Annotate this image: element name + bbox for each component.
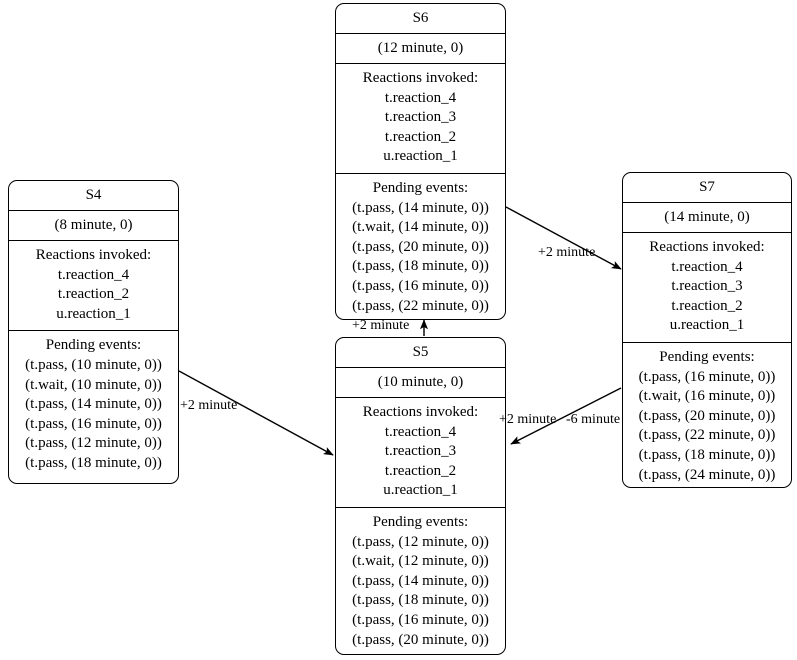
reactions-heading: Reactions invoked:	[362, 70, 479, 86]
reaction-item: t.reaction_4	[384, 89, 457, 106]
pending-item: (t.pass, (16 minute, 0))	[352, 277, 489, 294]
state-title: S7	[623, 173, 791, 203]
reaction-item: t.reaction_4	[57, 266, 130, 283]
reactions-heading: Reactions invoked:	[362, 404, 479, 420]
pending-item: (t.pass, (18 minute, 0))	[352, 258, 489, 275]
pending-heading: Pending events:	[372, 179, 469, 196]
state-title: S4	[9, 181, 178, 211]
reaction-item: t.reaction_2	[384, 462, 457, 479]
pending-item: (t.pass, (18 minute, 0))	[25, 454, 162, 471]
edge-label-s5-to-s6: +2 minute	[352, 318, 410, 333]
reaction-item: t.reaction_4	[671, 258, 743, 275]
reaction-item: u.reaction_1	[383, 148, 458, 165]
pending-item: (t.wait, (10 minute, 0))	[25, 376, 162, 393]
pending-heading: Pending events:	[372, 513, 469, 530]
reaction-item: u.reaction_1	[669, 317, 745, 334]
pending-item: (t.pass, (22 minute, 0))	[352, 297, 489, 314]
reaction-item: u.reaction_1	[56, 305, 131, 322]
state-reactions-section: Reactions invoked: t.reaction_4 t.reacti…	[623, 233, 791, 343]
state-pending-section: Pending events: (t.pass, (16 minute, 0))…	[623, 343, 791, 487]
pending-item: (t.pass, (20 minute, 0))	[638, 407, 776, 424]
state-node-s6[interactable]: S6 (12 minute, 0) Reactions invoked: t.r…	[335, 3, 506, 320]
edge-label-s7-to-s5-minus: -6 minute	[566, 412, 621, 427]
pending-heading: Pending events:	[45, 337, 142, 354]
reaction-item: u.reaction_1	[383, 482, 458, 499]
pending-item: (t.pass, (10 minute, 0))	[25, 356, 162, 373]
state-node-s7[interactable]: S7 (14 minute, 0) Reactions invoked: t.r…	[622, 172, 792, 488]
edge-label-s6-to-s7: +2 minute	[538, 245, 596, 260]
state-reactions-section: Reactions invoked: t.reaction_4 t.reacti…	[336, 64, 505, 174]
pending-item: (t.wait, (16 minute, 0))	[638, 388, 776, 405]
reaction-item: t.reaction_2	[671, 297, 743, 314]
pending-item: (t.pass, (12 minute, 0))	[25, 435, 162, 452]
pending-item: (t.pass, (16 minute, 0))	[352, 611, 489, 628]
reaction-item: t.reaction_4	[384, 423, 457, 440]
pending-item: (t.pass, (24 minute, 0))	[638, 466, 776, 483]
state-node-s5[interactable]: S5 (10 minute, 0) Reactions invoked: t.r…	[335, 337, 506, 655]
state-pending-section: Pending events: (t.pass, (12 minute, 0))…	[336, 508, 505, 654]
pending-item: (t.pass, (16 minute, 0))	[25, 415, 162, 432]
state-reactions-section: Reactions invoked: t.reaction_4 t.reacti…	[9, 241, 178, 332]
pending-item: (t.pass, (14 minute, 0))	[352, 572, 489, 589]
pending-heading: Pending events:	[659, 348, 755, 365]
pending-item: (t.pass, (14 minute, 0))	[352, 199, 489, 216]
edge-label-s4-to-s5: +2 minute	[180, 398, 238, 413]
state-reactions-section: Reactions invoked: t.reaction_4 t.reacti…	[336, 398, 505, 508]
pending-item: (t.pass, (18 minute, 0))	[352, 592, 489, 609]
pending-item: (t.pass, (20 minute, 0))	[352, 631, 489, 648]
pending-item: (t.pass, (22 minute, 0))	[638, 427, 776, 444]
pending-item: (t.pass, (16 minute, 0))	[638, 368, 776, 385]
reaction-item: t.reaction_3	[671, 278, 743, 295]
edge-s4-to-s5	[178, 370, 334, 456]
state-time: (14 minute, 0)	[623, 203, 791, 233]
reaction-item: t.reaction_2	[384, 128, 457, 145]
state-time: (10 minute, 0)	[336, 368, 505, 398]
reactions-heading: Reactions invoked:	[649, 239, 765, 255]
pending-item: (t.pass, (14 minute, 0))	[25, 396, 162, 413]
state-title: S6	[336, 4, 505, 34]
state-title: S5	[336, 338, 505, 368]
state-time: (8 minute, 0)	[9, 211, 178, 241]
pending-item: (t.wait, (12 minute, 0))	[352, 553, 489, 570]
state-pending-section: Pending events: (t.pass, (14 minute, 0))…	[336, 174, 505, 319]
state-time: (12 minute, 0)	[336, 34, 505, 64]
edge-label-s7-to-s5-plus: +2 minute	[499, 412, 557, 427]
reaction-item: t.reaction_3	[384, 109, 457, 126]
pending-item: (t.wait, (14 minute, 0))	[352, 219, 489, 236]
reaction-item: t.reaction_3	[384, 443, 457, 460]
state-node-s4[interactable]: S4 (8 minute, 0) Reactions invoked: t.re…	[8, 180, 179, 484]
pending-item: (t.pass, (12 minute, 0))	[352, 533, 489, 550]
pending-item: (t.pass, (20 minute, 0))	[352, 238, 489, 255]
reactions-heading: Reactions invoked:	[35, 247, 152, 263]
state-pending-section: Pending events: (t.pass, (10 minute, 0))…	[9, 331, 178, 479]
pending-item: (t.pass, (18 minute, 0))	[638, 446, 776, 463]
reaction-item: t.reaction_2	[57, 286, 130, 303]
